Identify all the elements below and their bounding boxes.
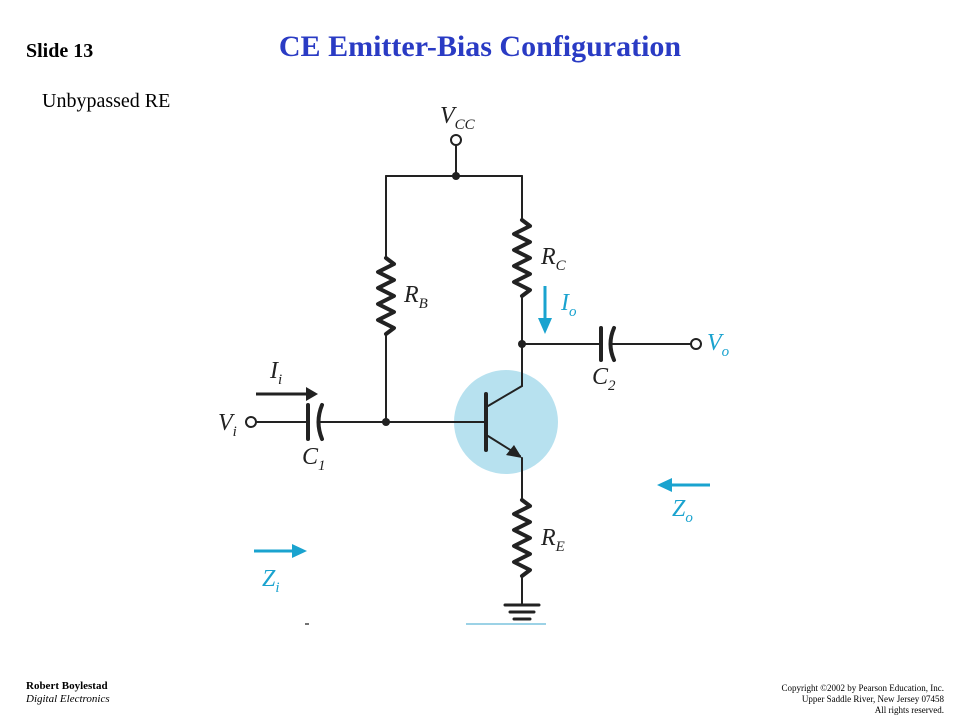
book-title: Digital Electronics [26,693,110,705]
copyright-block: Copyright ©2002 by Pearson Education, In… [624,683,944,716]
transistor-highlight [454,370,558,474]
c1-label: C1 [302,444,326,474]
vo-label: Vo [707,330,730,360]
io-arrow-head [538,318,552,334]
copyright-line-2: Upper Saddle River, New Jersey 07458 [801,694,944,704]
vi-terminal [245,416,257,428]
rb-label: RB [403,282,428,312]
c2-label: C2 [592,364,616,394]
emitter-arrow [506,445,522,458]
ii-arrow-head [306,387,318,401]
junction-dot-top [452,172,460,180]
ii-label: Ii [269,358,282,388]
vcc-label: VCC [440,103,476,133]
re-resistor [512,498,532,578]
vo-terminal [690,338,702,350]
rc-label: RC [540,244,567,274]
slide-number: Slide 13 [26,40,94,62]
re-label: RE [540,525,565,555]
zo-arrow-head [657,478,672,492]
junction-dot-base [382,418,390,426]
copyright-line-3: All rights reserved. [874,705,944,715]
author-name: Robert Boylestad [26,680,108,692]
junction-dot-collector [518,340,526,348]
zi-label: Zi [262,566,280,596]
zi-arrow-head [292,544,307,558]
collector-diagonal [487,385,523,407]
vi-label: Vi [218,410,237,440]
rb-resistor [376,256,396,336]
author-block: Robert Boylestad Digital Electronics [26,680,110,706]
io-label: Io [560,290,577,320]
copyright-line-1: Copyright ©2002 by Pearson Education, In… [781,683,944,693]
vcc-terminal [450,134,462,146]
zo-label: Zo [672,496,693,526]
rc-resistor [512,218,532,298]
slide-subtitle: Unbypassed RE [42,90,171,112]
slide-title: CE Emitter-Bias Configuration [278,30,682,63]
